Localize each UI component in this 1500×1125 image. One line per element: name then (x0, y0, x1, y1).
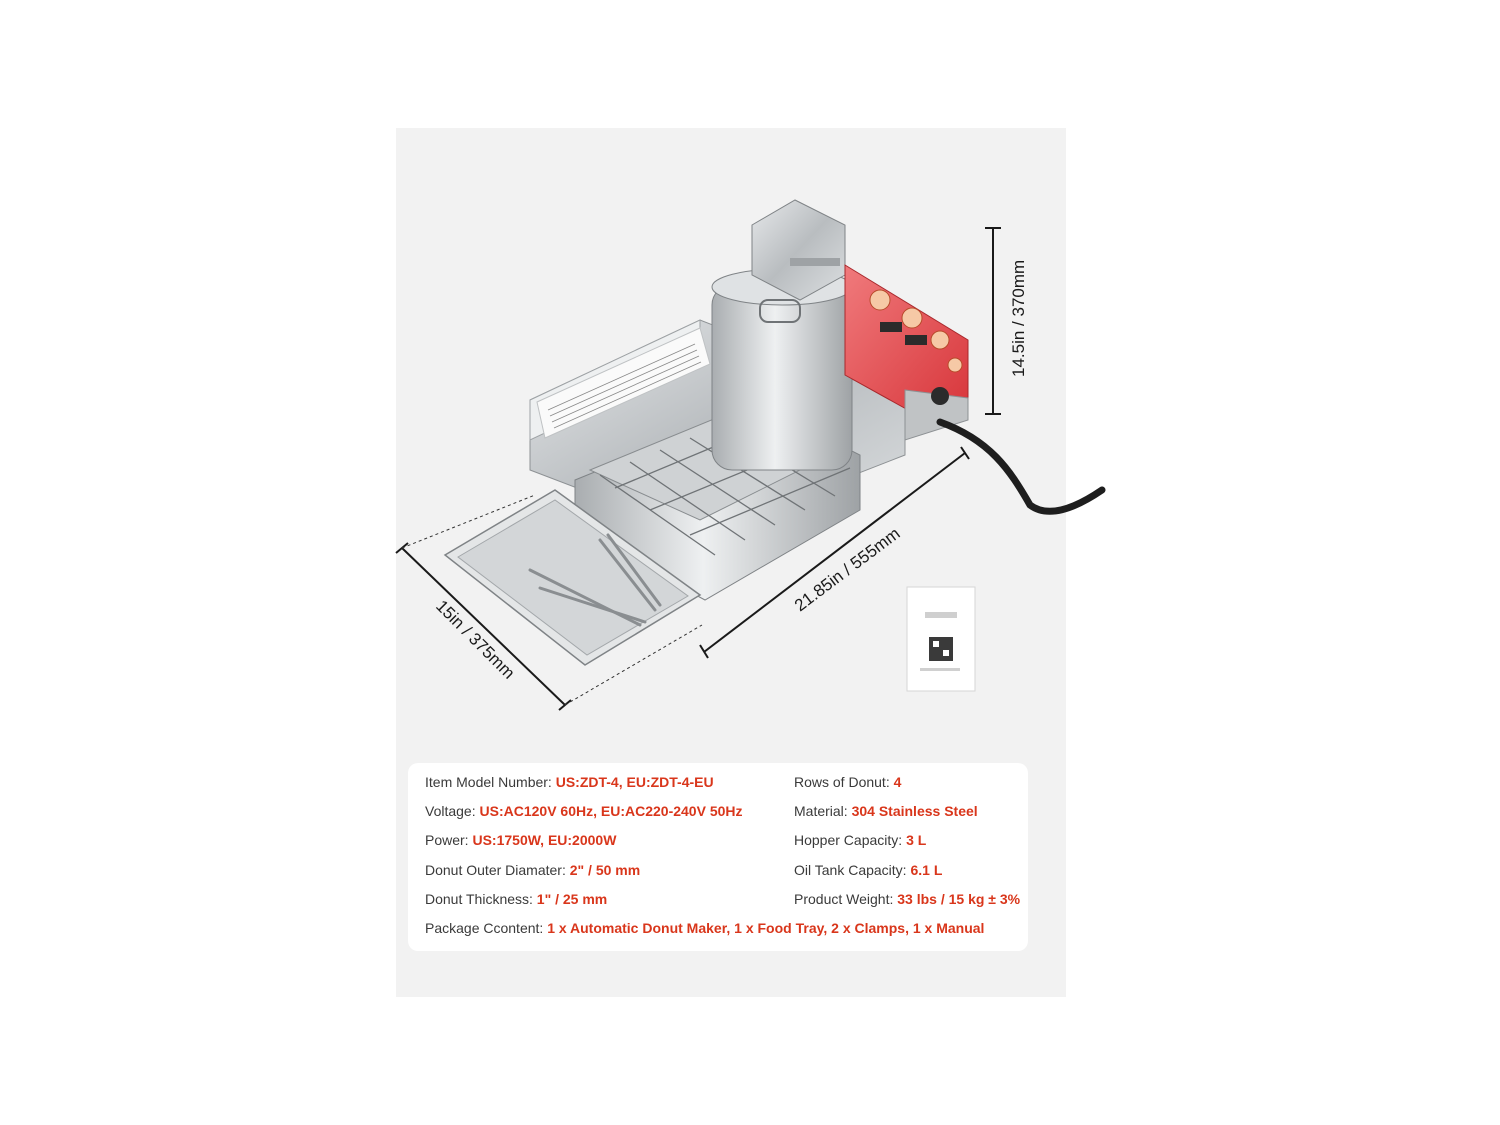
spec-power: Power: US:1750W, EU:2000W (425, 832, 617, 848)
spec-material: Material: 304 Stainless Steel (794, 803, 978, 819)
spec-thickness: Donut Thickness: 1" / 25 mm (425, 891, 608, 907)
height-label: 14.5in / 370mm (1009, 260, 1028, 377)
length-dimension (699, 446, 970, 659)
spec-hopper: Hopper Capacity: 3 L (794, 832, 927, 848)
spec-package: Package Ccontent: 1 x Automatic Donut Ma… (425, 920, 985, 936)
spec-diameter: Donut Outer Diamater: 2" / 50 mm (425, 862, 641, 878)
spec-voltage: Voltage: US:AC120V 60Hz, EU:AC220-240V 5… (425, 803, 743, 819)
spec-weight: Product Weight: 33 lbs / 15 kg ± 3% (794, 891, 1021, 907)
spec-rows: Rows of Donut: 4 (794, 774, 902, 790)
manual-booklet (906, 586, 976, 692)
spec-oil-tank: Oil Tank Capacity: 6.1 L (794, 862, 943, 878)
width-label: 15in / 375mm (432, 596, 518, 682)
batter-hopper (711, 268, 853, 471)
spec-model: Item Model Number: US:ZDT-4, EU:ZDT-4-EU (425, 774, 714, 790)
width-guide-lines (401, 494, 703, 706)
power-cord (936, 418, 1106, 515)
control-panel (844, 264, 969, 441)
height-dimension (985, 227, 1001, 415)
spec-card: Item Model Number: US:ZDT-4, EU:ZDT-4-EU… (408, 763, 1028, 951)
tong-clamps (528, 533, 662, 627)
